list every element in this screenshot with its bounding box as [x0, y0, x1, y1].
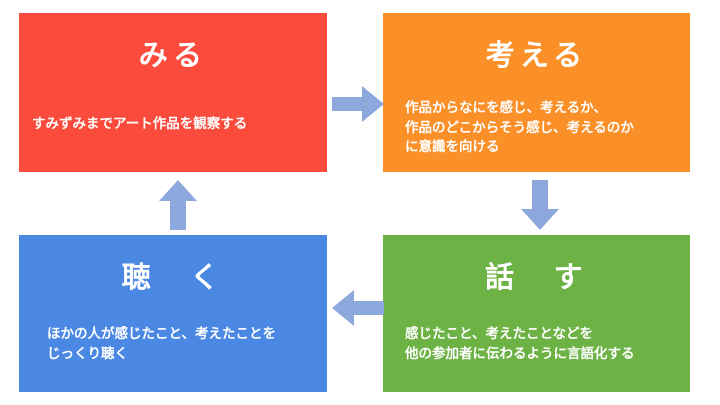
card-kangaeru[interactable]: 考える 作品からなにを感じ、考えるか、 作品のどこからそう感じ、考えるのか に意… [383, 13, 690, 172]
card-kiku[interactable]: 聴 く ほかの人が感じたこと、考えたことを じっくり聴く [19, 235, 327, 392]
card-miru-body: すみずみまでアート作品を観察する [32, 116, 248, 132]
arrow-down-icon [521, 180, 559, 230]
card-kangaeru-body: 作品からなにを感じ、考えるか、 作品のどこからそう感じ、考えるのか に意識を向け… [405, 100, 634, 156]
card-hanasu-body: 感じたこと、考えたことなどを 他の参加者に伝わるように言語化する [405, 326, 635, 362]
card-kiku-body: ほかの人が感じたこと、考えたことを じっくり聴く [47, 326, 276, 362]
card-kiku-title: 聴 く [121, 260, 225, 294]
card-miru-title: みる [138, 38, 208, 72]
card-kangaeru-title: 考える [485, 38, 588, 72]
arrow-left-icon [332, 290, 384, 326]
arrow-up-icon [159, 180, 197, 230]
card-hanasu[interactable]: 話 す 感じたこと、考えたことなどを 他の参加者に伝わるように言語化する [383, 235, 690, 392]
card-hanasu-title: 話 す [485, 260, 588, 294]
arrow-right-icon [332, 86, 384, 122]
card-miru[interactable]: みる すみずみまでアート作品を観察する [19, 13, 327, 172]
